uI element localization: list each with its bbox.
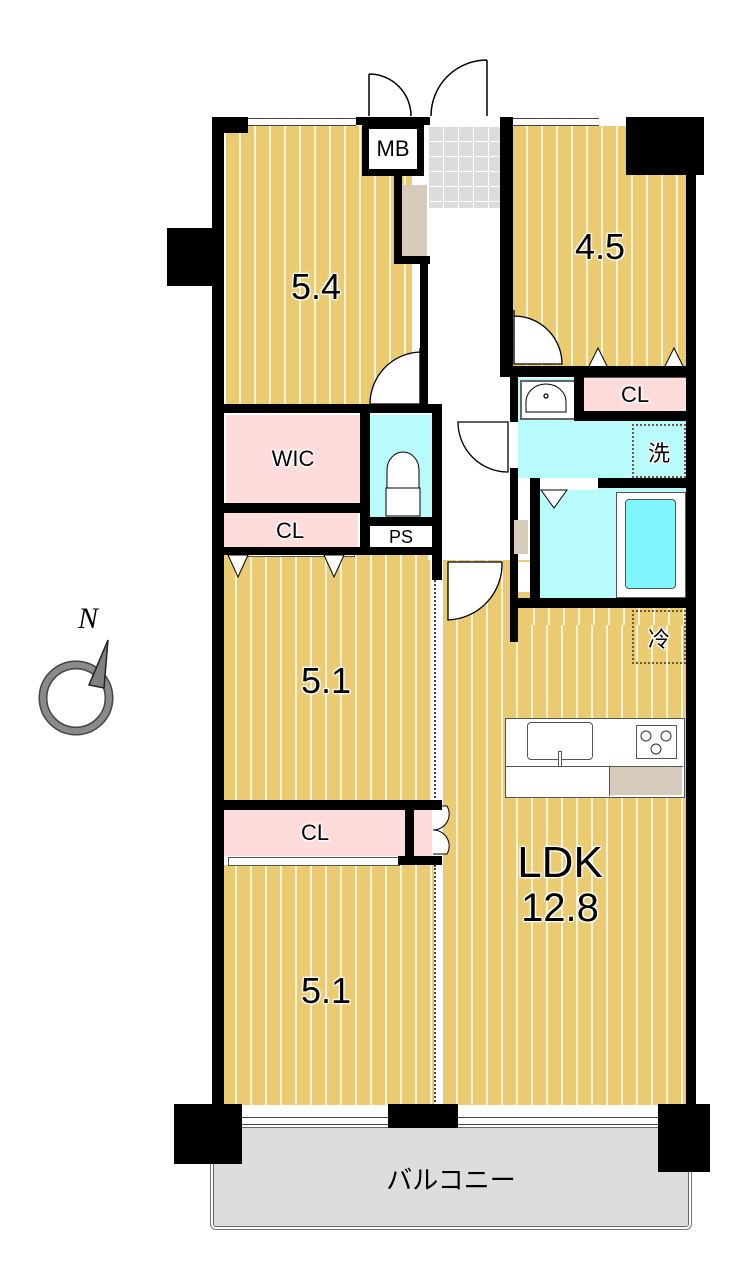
door-ldk-icon	[447, 561, 503, 621]
mb-label: MB	[376, 136, 410, 161]
balcony-label: バルコニー	[386, 1165, 516, 1195]
wall-outer-left	[212, 117, 224, 1137]
closet-mid	[222, 513, 358, 547]
wall-mid-right	[432, 554, 442, 580]
window-ne	[513, 118, 599, 126]
stove	[636, 725, 677, 759]
window-nw	[246, 118, 356, 126]
wall-hall-left-jog	[394, 256, 430, 264]
wall-ne-bottom	[500, 366, 696, 377]
window-balcony-ldk	[458, 1117, 666, 1125]
closet-ne	[584, 377, 686, 411]
wall-cl-sw-divider	[405, 800, 414, 860]
closet-sw-door-icon	[432, 805, 450, 855]
stove-burner-icon	[640, 730, 672, 755]
closet-sw-small	[414, 810, 432, 856]
wall-wic-right	[360, 404, 370, 554]
faucet	[558, 751, 562, 767]
room-ldk-size: 12.8	[521, 886, 599, 930]
room-western-sw	[222, 865, 434, 1105]
compass-north-label: N	[78, 602, 99, 635]
wall-toilet-bottom	[360, 517, 442, 526]
wall-wash-left	[510, 366, 518, 422]
fridge-label: 冷	[647, 627, 670, 652]
closet-mid-door-icon	[227, 554, 345, 579]
closet-sw	[222, 810, 408, 856]
wall-ldk-stub	[510, 600, 518, 642]
wall-cl-sw-top	[212, 800, 442, 810]
entrance-tile	[428, 126, 500, 208]
shoe-cabinet	[399, 185, 427, 260]
sliding-door-sw	[434, 865, 440, 1110]
wall-cl-bottom	[212, 547, 442, 555]
duct-3	[518, 562, 530, 592]
room-western-mid-label: 5.1	[300, 660, 352, 701]
wall-hall-right-upper	[500, 117, 513, 375]
bathroom-door-track	[540, 482, 598, 490]
room-western-sw-label: 5.1	[300, 970, 352, 1011]
wall-cl-sw-bottom	[398, 856, 442, 865]
wall-bath-top	[598, 478, 696, 488]
room-western-mid	[222, 555, 432, 800]
ps-box	[368, 526, 434, 548]
toilet-icon	[385, 451, 421, 517]
room-ldk-label: LDK	[517, 838, 603, 887]
duct-2	[514, 520, 528, 554]
bathroom-door-icon	[540, 489, 568, 509]
kitchen-cabinet	[609, 767, 682, 795]
balcony	[211, 1125, 691, 1229]
entrance-doors-icon	[368, 59, 488, 117]
door-washroom-icon	[457, 421, 509, 473]
wall-toilet-right	[432, 404, 442, 554]
wall-outer-right	[686, 117, 696, 1125]
ps-label: PS	[388, 527, 413, 547]
mb-box	[362, 122, 424, 176]
wall-hall-left-upper	[394, 176, 402, 260]
closet-sw-door-track	[228, 857, 400, 866]
room-western-ne-label: 4.5	[574, 226, 626, 267]
wall-wash-cl-bottom	[574, 411, 696, 421]
column-se	[658, 1104, 710, 1172]
washer-label: 洗	[647, 441, 670, 466]
room-ldk	[443, 560, 688, 1105]
window-balcony-sw	[238, 1117, 388, 1125]
closet-mid-label: CL	[275, 518, 305, 543]
kitchen-lower-divider	[505, 766, 683, 767]
sink-icon	[525, 383, 567, 413]
door-ne-room-icon	[513, 310, 563, 365]
compass-icon	[38, 639, 114, 736]
kitchen-cabinet-line	[609, 767, 610, 796]
duct-1	[518, 490, 530, 512]
fridge-space	[632, 610, 686, 664]
closet-ne-label: CL	[620, 382, 650, 407]
column-west	[167, 228, 224, 286]
door-nw-room-icon	[369, 348, 421, 405]
wall-nw-bottom	[212, 404, 442, 413]
wic-label: WIC	[271, 446, 315, 471]
wall-bath-bottom	[510, 598, 696, 608]
column-sw	[174, 1104, 242, 1164]
room-western-nw-label: 5.4	[290, 266, 342, 307]
compass: N	[36, 600, 126, 740]
washer-space	[632, 424, 686, 478]
closet-sw-label: CL	[300, 820, 330, 845]
wall-top-mid	[356, 117, 430, 125]
closet-ne-door-icon	[587, 346, 685, 369]
wall-hall-left	[420, 256, 428, 410]
column-nw	[212, 117, 248, 133]
bathtub	[625, 499, 676, 589]
wall-bath-left	[530, 478, 540, 606]
sliding-door-mid	[434, 580, 439, 810]
wall-wic-bottom	[212, 503, 362, 513]
wic	[226, 415, 360, 503]
wall-wash-vanity-right	[574, 377, 584, 421]
column-mid-south	[388, 1104, 458, 1128]
